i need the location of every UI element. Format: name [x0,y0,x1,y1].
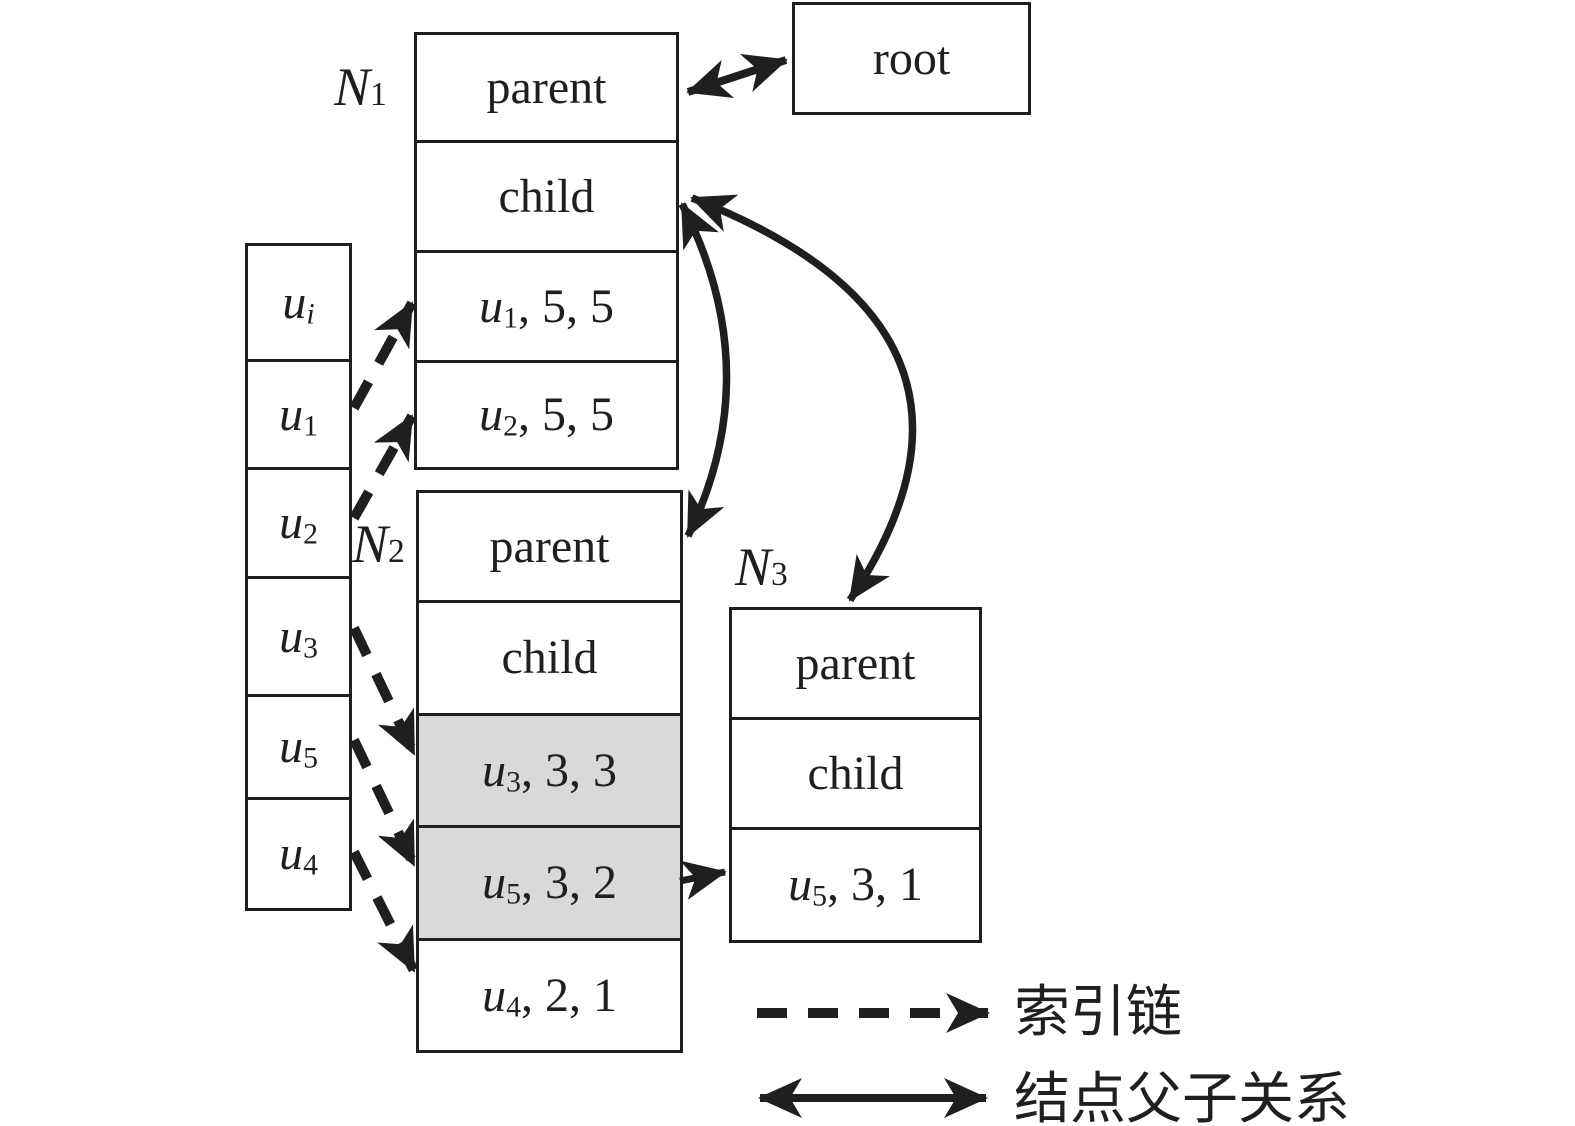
entry-base: u [482,856,507,909]
entry-values: , 3, 1 [826,858,923,911]
index-cell-subscript: 1 [303,408,318,442]
index-cell-subscript: i [306,296,315,330]
n1-row-child: child [414,140,679,253]
entry-subscript: 3 [506,764,521,798]
index-cell-subscript: 2 [303,517,318,551]
node-n3-label: N3 [735,540,788,594]
n3-row-parent: parent [729,607,982,720]
index-cell-label: u [279,827,304,880]
child-pointer-label: child [498,169,595,223]
index-cell-label: u [279,496,304,549]
entry-values: , 3, 2 [520,856,617,909]
legend-index-chain-label: 索引链 [1014,985,1182,1041]
index-cell-label: u [279,387,304,441]
child-pointer-label: child [501,631,598,684]
entry-subscript: 1 [503,300,518,334]
n1-row-parent: parent [414,32,679,143]
n2-row-child: child [416,600,683,716]
parent-pointer-label: parent [486,60,607,114]
entry-values: , 5, 5 [517,279,614,333]
entry-base: u [482,968,507,1022]
entry-values: , 2, 1 [520,968,617,1022]
node-label-subscript: 1 [370,76,387,113]
index-cell-subscript: 4 [303,848,318,882]
legend-text: 索引链 [1014,982,1182,1044]
entry-base: u [479,279,504,333]
node-n1-label: N1 [334,60,387,114]
node-label-base: N [352,514,389,574]
parent-pointer-label: parent [489,519,610,573]
index-cell-label: u [279,720,304,773]
index-cell-subscript: 5 [303,741,318,775]
entry-base: u [482,743,507,797]
entry-subscript: 5 [812,879,827,913]
entry-subscript: 2 [503,409,518,443]
root-label: root [872,31,951,85]
node-label-subscript: 2 [388,533,405,570]
child-pointer-label: child [807,746,904,800]
node-label-base: N [735,537,772,597]
node-label-subscript: 3 [771,556,788,593]
root-node-box: root [792,2,1031,115]
legend-parent-child-label: 结点父子关系 [1014,1072,1350,1126]
entry-base: u [479,388,504,441]
entry-subscript: 5 [506,877,521,911]
entry-values: , 3, 3 [520,743,617,797]
legend-text: 结点父子关系 [1014,1069,1350,1126]
n2-row-parent: parent [416,490,683,603]
entry-base: u [788,858,813,911]
index-cell-label: u [282,275,307,329]
index-cell-subscript: 3 [303,630,318,664]
node-n2-label: N2 [352,517,405,571]
index-cell-label: u [279,609,304,663]
entry-values: , 5, 5 [517,388,614,441]
entry-subscript: 4 [506,989,521,1023]
parent-pointer-label: parent [795,636,916,690]
node-label-base: N [334,57,371,117]
n3-row-child: child [729,717,982,830]
